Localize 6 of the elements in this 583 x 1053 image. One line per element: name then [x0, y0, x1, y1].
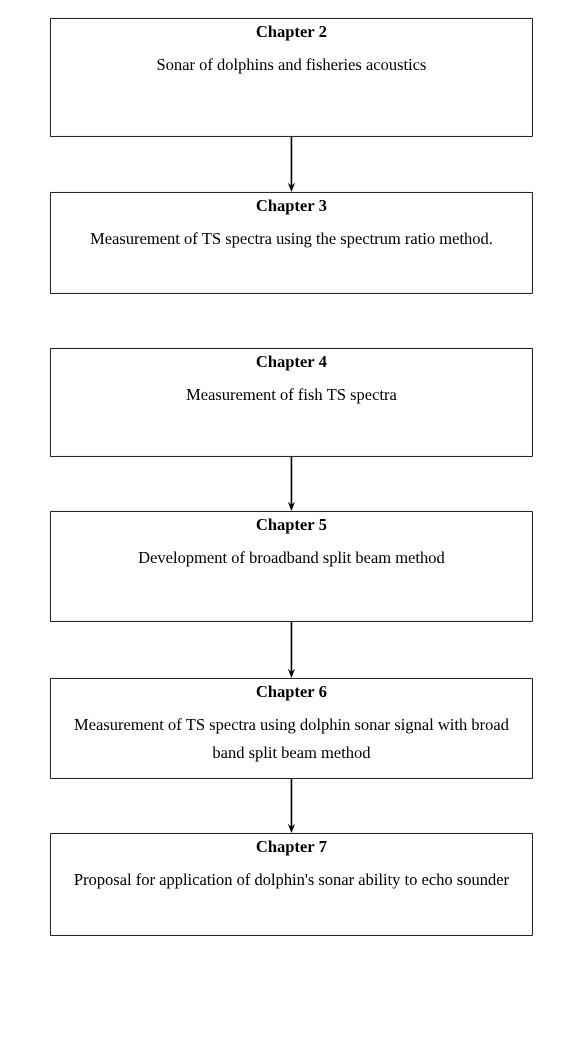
chapter-box: Chapter 5 Development of broadband split beam method — [50, 511, 533, 622]
chapter-box: Chapter 7 Proposal for application of dolphin's sonar ability to echo sounder — [50, 833, 533, 936]
chapter-box: Chapter 3 Measurement of TS spectra using the spectrum ratio method. — [50, 192, 533, 294]
chapter-box: Chapter 2 Sonar of dolphins and fisheries acoustics — [50, 18, 533, 137]
chapter-box: Chapter 6 Measurement of TS spectra using dolphin sonar signal with broad band split beam method — [50, 678, 533, 779]
chapter-box: Chapter 4 Measurement of fish TS spectra — [50, 348, 533, 457]
